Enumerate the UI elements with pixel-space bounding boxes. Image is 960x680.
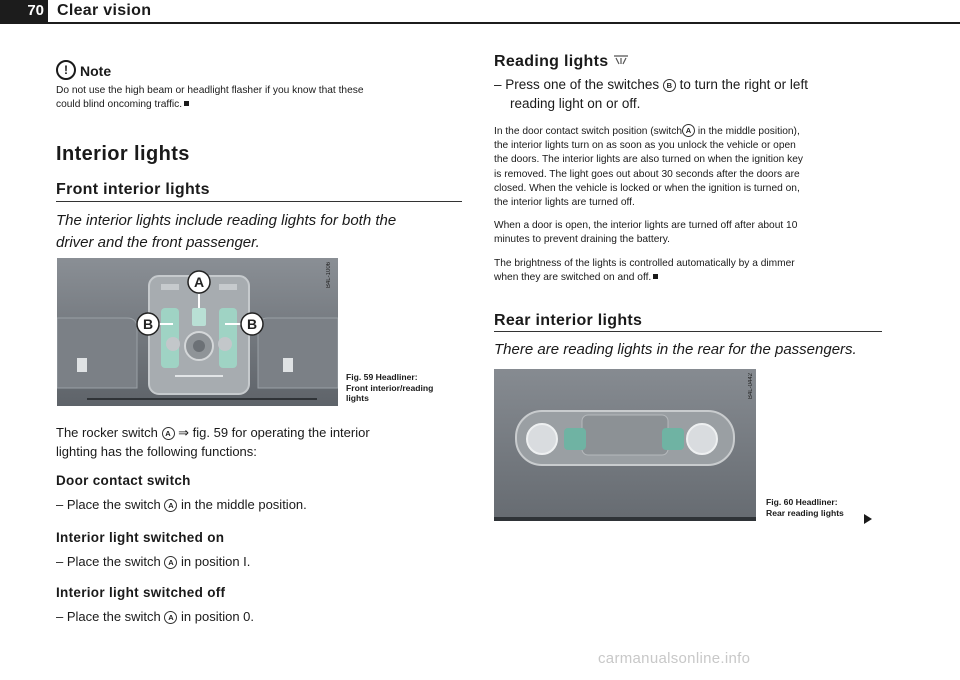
reading-paragraph-3: The brightness of the lights is controll… (494, 257, 894, 285)
figure-59-front-lights: A B B (57, 258, 338, 406)
reading-light-icon (614, 55, 629, 65)
switched-off-step: – Place the switch A in position 0. (56, 609, 255, 624)
para-line: the doors. The interior lights are also … (494, 154, 804, 166)
next-page-arrow-icon[interactable] (864, 514, 872, 524)
heading-rule (494, 331, 882, 332)
para-line: is removed. The light goes out about 30 … (494, 168, 800, 180)
fig-59-link[interactable]: ⇒ fig. 59 for operating the interior (178, 425, 370, 440)
footer-watermark: carmanualsonline.info (598, 650, 751, 667)
para-line: the interior lights are turned off. (494, 197, 635, 209)
page-number: 70 (0, 0, 48, 22)
front-lead: The interior lights include reading ligh… (56, 210, 466, 254)
figure-60-caption: Fig. 60 Headliner: Rear reading lights (766, 497, 876, 518)
interior-lights-heading: Interior lights (56, 143, 190, 165)
para-line: the interior lights turn on as soon as y… (494, 140, 796, 152)
rear-lead: There are reading lights in the rear for… (494, 341, 857, 358)
door-contact-heading: Door contact switch (56, 473, 191, 488)
rocker-switch-text: The rocker switch A ⇒ fig. 59 for operat… (56, 423, 466, 461)
circled-a-icon: A (164, 499, 178, 512)
exclamation-circle-icon: ! (56, 60, 76, 80)
note-title: Note (80, 63, 112, 79)
lead-line: driver and the front passenger. (56, 234, 260, 251)
circled-a-icon: A (161, 427, 175, 440)
circled-a-icon: A (164, 556, 178, 569)
callout-b-right: B (247, 316, 257, 332)
para-line: closed. When the vehicle is locked or wh… (494, 182, 800, 194)
rear-console-illustration (494, 369, 756, 521)
figure-60-code: B4L-0442 (748, 373, 754, 400)
lead-line: The interior lights include reading ligh… (56, 212, 397, 229)
figure-59-caption: Fig. 59 Headliner: Front interior/readin… (346, 372, 466, 404)
para-line: minutes to prevent draining the battery. (494, 234, 670, 246)
header-rule (0, 22, 960, 24)
reading-lights-heading: Reading lights (494, 53, 629, 71)
figure-59-code: B4L-1006 (326, 262, 332, 289)
note-text: Do not use the high beam or headlight fl… (56, 84, 466, 112)
para-line: The brightness of the lights is controll… (494, 258, 795, 269)
caption-line: Fig. 60 Headliner: (766, 497, 838, 507)
circled-a-icon: A (682, 124, 695, 137)
reading-paragraph-1: In the door contact switch position (swi… (494, 124, 894, 210)
switched-on-heading: Interior light switched on (56, 530, 225, 545)
section-title: Clear vision (57, 2, 152, 19)
note-line: could blind oncoming traffic. (56, 98, 466, 112)
note-line: Do not use the high beam or headlight fl… (56, 85, 364, 96)
front-interior-lights-heading: Front interior lights (56, 181, 210, 198)
end-mark (184, 101, 190, 107)
switched-off-heading: Interior light switched off (56, 585, 226, 600)
para-line: In the door contact switch position (swi… (494, 124, 800, 137)
rocker-line: lighting has the following functions: (56, 444, 257, 459)
callout-a: A (194, 274, 204, 290)
caption-line: lights (346, 393, 369, 403)
circled-b-icon: B (662, 79, 676, 92)
reading-step-line: – Press one of the switches B to turn th… (494, 77, 808, 92)
rear-interior-lights-heading: Rear interior lights (494, 312, 643, 329)
callout-b-left: B (143, 316, 153, 332)
reading-paragraph-2: When a door is open, the interior lights… (494, 219, 894, 247)
switched-on-step: – Place the switch A in position I. (56, 554, 251, 569)
caption-line: Front interior/reading (346, 382, 434, 393)
front-console-illustration: A B B (57, 258, 338, 406)
para-line: When a door is open, the interior lights… (494, 220, 798, 231)
heading-rule (56, 201, 462, 202)
circled-a-icon: A (164, 611, 178, 624)
door-contact-step: – Place the switch A in the middle posit… (56, 497, 307, 512)
end-mark (653, 274, 659, 280)
rocker-line: The rocker switch A ⇒ fig. 59 for operat… (56, 425, 370, 440)
caption-line: Rear reading lights (766, 507, 844, 518)
figure-60-rear-lights (494, 369, 756, 521)
para-line: when they are switched on and off. (494, 271, 894, 285)
reading-step-line: reading light on or off. (510, 96, 641, 111)
caption-line: Fig. 59 Headliner: (346, 372, 418, 382)
reading-step: – Press one of the switches B to turn th… (494, 75, 894, 113)
